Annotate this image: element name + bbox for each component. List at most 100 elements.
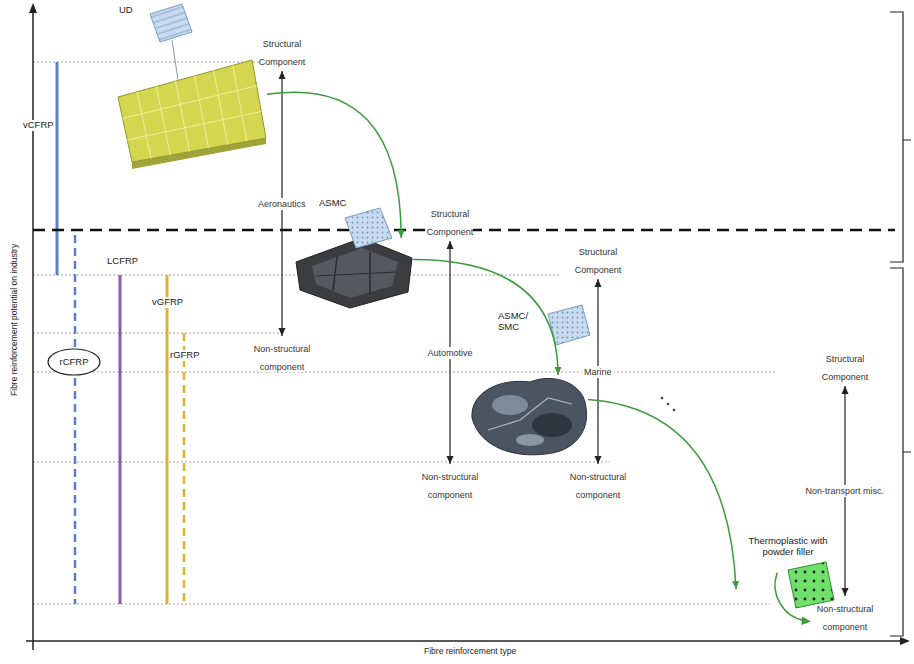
part-illustration-box: ASMC/ SMC	[468, 375, 588, 457]
part-illustration-box: ASMC	[295, 238, 413, 310]
reference-line	[33, 604, 770, 605]
arrowhead	[842, 386, 849, 394]
connector-curve	[267, 92, 401, 238]
series-label: vGFRP	[152, 297, 183, 308]
range-end-label: Non-structural component	[805, 598, 885, 634]
sample-leader	[172, 40, 178, 80]
industry-label: Non-transport misc.	[804, 485, 887, 497]
part-label: ASMC	[319, 198, 346, 209]
component-label: Non-structural component	[570, 472, 627, 500]
part-illustration-box: UD	[115, 60, 267, 164]
industry-label: Marine	[582, 366, 614, 378]
panel-stringer	[123, 86, 257, 119]
part-edge	[488, 398, 572, 430]
part-label: Thermoplastic with powder filler	[740, 536, 836, 558]
reference-line	[33, 275, 560, 276]
axis-arrowhead	[29, 3, 37, 13]
component-label: Non-structural component	[422, 472, 479, 500]
arrowhead	[398, 230, 405, 238]
asmc-sheet	[345, 208, 392, 248]
recycle-arrowhead	[802, 617, 812, 626]
range-end-label: Non-structural component	[410, 466, 490, 502]
range-end-label: Structural Component	[558, 241, 638, 277]
axis-title: Fibre reinforcement potential on industr…	[10, 244, 20, 396]
axis-arrowhead	[900, 637, 910, 645]
arrowhead	[595, 456, 602, 464]
ellipsis-dot	[661, 397, 664, 400]
ellipse-shape	[48, 349, 100, 375]
reference-line	[33, 62, 270, 63]
axis-title: Fibre reinforcement type	[424, 647, 516, 657]
circled-label: rCFRP	[47, 348, 101, 376]
ud-sheet	[150, 4, 192, 42]
part-label: rCFRP	[59, 357, 88, 368]
component-label: Structural Component	[427, 209, 474, 237]
part-shadow	[532, 413, 572, 437]
range-bar-dashed	[183, 333, 186, 604]
arrowhead	[732, 581, 739, 589]
filler-sample	[788, 562, 834, 608]
range-bar	[166, 275, 169, 604]
y-axis	[32, 10, 34, 650]
component-label: Structural Component	[575, 247, 622, 275]
range-bar	[119, 275, 122, 604]
component-label: Structural Component	[822, 354, 869, 382]
tray-floor	[312, 248, 398, 298]
panel-rib	[233, 65, 247, 141]
range-end-label: Structural Component	[242, 33, 322, 69]
component-label: Non-structural component	[254, 344, 311, 372]
connector-curve	[413, 260, 558, 375]
series-label: rGFRP	[170, 350, 200, 361]
panel-stringer	[127, 112, 261, 140]
bracket	[890, 12, 911, 262]
series-label: LCFRP	[107, 256, 138, 267]
x-axis	[26, 640, 903, 642]
recycle-arc	[775, 573, 805, 621]
range-bar-dashed	[74, 235, 77, 604]
industry-label: Aeronautics	[256, 198, 308, 210]
part-illustration-box: Thermoplastic with powder filler	[736, 536, 838, 612]
ellipsis-dot	[667, 403, 670, 406]
marine-part	[472, 305, 590, 455]
reference-line	[33, 333, 280, 334]
arrowhead	[595, 279, 602, 287]
range-end-label: Structural Component	[410, 203, 490, 239]
panel-skin	[118, 60, 266, 162]
part-body	[472, 378, 587, 454]
ellipsis-dot	[673, 409, 676, 412]
range-end-label: Non-structural component	[242, 338, 322, 374]
panel-ribs	[123, 65, 262, 158]
industry-label: Automotive	[426, 347, 475, 359]
panel-rib	[214, 71, 228, 145]
part-highlight	[516, 434, 544, 446]
component-label: Non-structural component	[817, 604, 874, 632]
arrowhead	[842, 588, 849, 596]
tray-partition	[333, 257, 337, 291]
aero-panel	[118, 4, 266, 169]
series-label: vCFRP	[23, 120, 54, 131]
panel-rib	[137, 92, 151, 159]
tray-body	[296, 238, 412, 308]
panel-rib	[156, 86, 170, 155]
flow-arrow	[413, 260, 562, 375]
tray-partition	[316, 272, 396, 276]
arrowhead	[447, 241, 454, 249]
range-end-label: Structural Component	[805, 348, 885, 384]
flow-arrow	[267, 92, 405, 238]
reference-line	[33, 372, 775, 373]
arrowhead	[279, 328, 286, 336]
range-bar	[56, 62, 59, 275]
panel-rib	[176, 81, 190, 152]
panel-rib	[195, 76, 209, 148]
part-label: UD	[119, 5, 133, 16]
automotive-part	[296, 208, 412, 308]
part-label: ASMC/ SMC	[498, 311, 534, 333]
arrowhead	[279, 71, 286, 79]
component-label: Structural Component	[259, 39, 306, 67]
arrowhead	[555, 367, 562, 375]
bracket	[890, 268, 911, 636]
part-highlight	[492, 395, 528, 415]
